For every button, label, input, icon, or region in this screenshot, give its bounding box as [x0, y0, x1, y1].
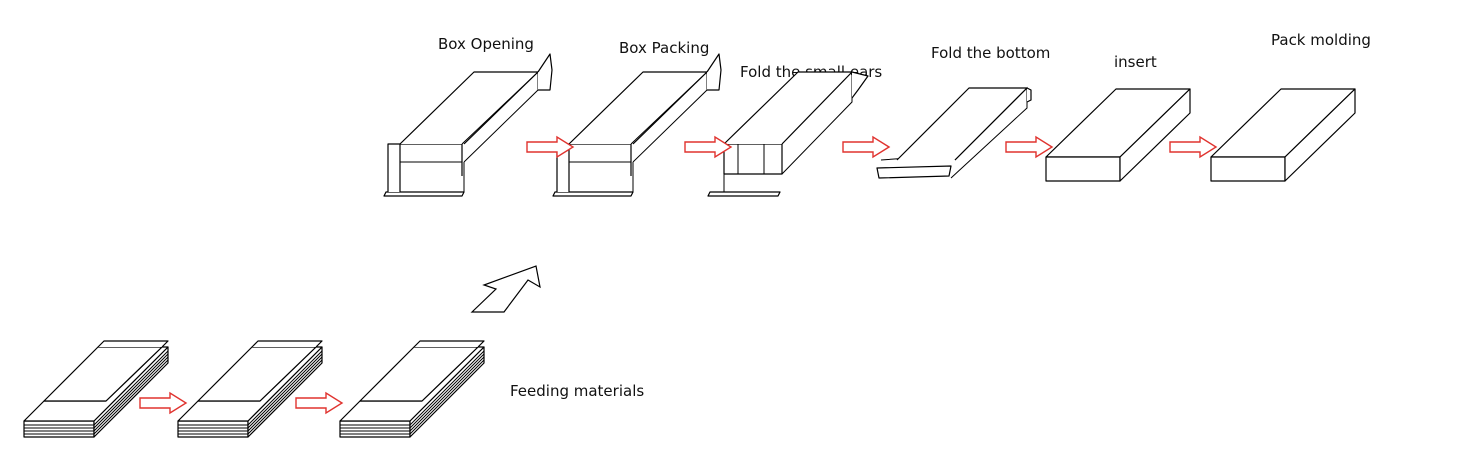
step-label-box-opening: Box Opening [438, 35, 534, 53]
arrow-right-icon [139, 392, 187, 414]
pack-molding-figure [1210, 88, 1356, 182]
box-opening-figure [383, 53, 553, 197]
step-label-box-packing: Box Packing [619, 39, 710, 57]
blank-stack-figure [23, 340, 169, 438]
step-label-feeding-materials: Feeding materials [510, 382, 645, 400]
fold-bottom-figure [876, 87, 1032, 179]
arrow-right-icon [295, 392, 343, 414]
arrow-right-icon [1169, 136, 1217, 158]
arrow-right-icon [842, 136, 890, 158]
step-label-insert: insert [1114, 53, 1157, 71]
insert-figure [1045, 88, 1191, 182]
blank-stack-figure [339, 340, 485, 438]
step-label-pack-molding: Pack molding [1271, 31, 1371, 49]
arrow-right-icon [1005, 136, 1053, 158]
fold-small-ears-figure [707, 71, 869, 197]
step-label-fold-bottom: Fold the bottom [931, 44, 1051, 62]
box-packing-figure [552, 53, 722, 197]
arrow-up-right-icon [470, 265, 541, 313]
blank-stack-figure [177, 340, 323, 438]
